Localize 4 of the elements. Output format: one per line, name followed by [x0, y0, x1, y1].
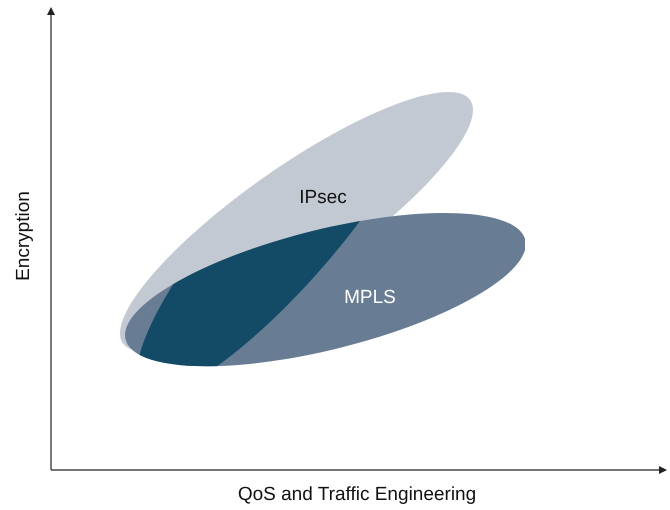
axis-title: QoS and Traffic Engineering — [238, 484, 476, 506]
region-label: IPsec — [299, 186, 347, 209]
axis-title: Encryption — [13, 191, 35, 281]
region-label: MPLS — [344, 286, 396, 309]
